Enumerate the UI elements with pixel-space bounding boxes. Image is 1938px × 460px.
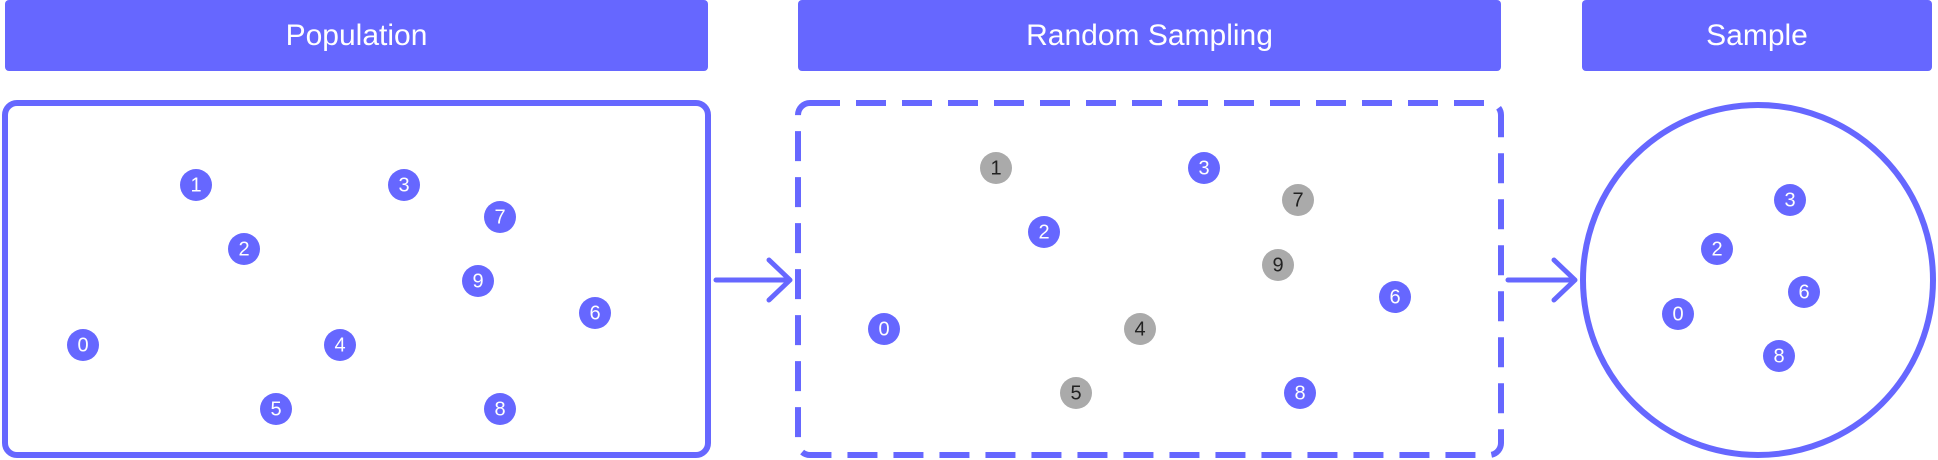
sampling-rejected-node-7-dot xyxy=(1282,184,1314,216)
sample-node-8-dot xyxy=(1763,340,1795,372)
population-node-1-dot xyxy=(180,169,212,201)
sample-node-3: 3 xyxy=(1774,184,1806,216)
sampling-selected-node-6: 6 xyxy=(1379,281,1411,313)
arrow-sampling-to-sample xyxy=(1505,257,1578,303)
population-node-7-label: 7 xyxy=(494,206,505,228)
population-node-2: 2 xyxy=(228,233,260,265)
sample-node-8: 8 xyxy=(1763,340,1795,372)
sample-node-6-label: 6 xyxy=(1798,281,1809,303)
header-sample: Sample xyxy=(1582,0,1932,71)
sampling-rejected-node-7-label: 7 xyxy=(1292,189,1303,211)
sampling-rejected-node-9-dot xyxy=(1262,249,1294,281)
population-box xyxy=(2,100,711,458)
population-node-0-dot xyxy=(67,329,99,361)
sample-node-0-label: 0 xyxy=(1672,303,1683,325)
sampling-selected-node-0-label: 0 xyxy=(878,318,889,340)
population-node-6-dot xyxy=(579,297,611,329)
header-random-sampling-label: Random Sampling xyxy=(1026,18,1273,52)
header-population: Population xyxy=(5,0,708,71)
sampling-rejected-node-9-label: 9 xyxy=(1272,254,1283,276)
sampling-selected-node-8-dot xyxy=(1284,377,1316,409)
population-node-6: 6 xyxy=(579,297,611,329)
random-sampling-box xyxy=(795,100,1504,458)
header-population-label: Population xyxy=(285,18,428,52)
sampling-selected-node-6-label: 6 xyxy=(1389,286,1400,308)
sampling-rejected-node-4-dot xyxy=(1124,313,1156,345)
population-node-2-label: 2 xyxy=(238,238,249,260)
population-node-0: 0 xyxy=(67,329,99,361)
sample-circle xyxy=(1580,102,1936,458)
sampling-rejected-node-1-label: 1 xyxy=(990,157,1001,179)
sample-node-6-dot xyxy=(1788,276,1820,308)
sampling-rejected-node-4-label: 4 xyxy=(1134,318,1145,340)
population-node-5-label: 5 xyxy=(270,398,281,420)
sample-node-3-dot xyxy=(1774,184,1806,216)
sampling-selected-node-3-label: 3 xyxy=(1198,157,1209,179)
sample-node-2-dot xyxy=(1701,233,1733,265)
population-node-3-label: 3 xyxy=(398,174,409,196)
header-sample-label: Sample xyxy=(1706,18,1808,52)
population-node-2-dot xyxy=(228,233,260,265)
population-node-1: 1 xyxy=(180,169,212,201)
sample-node-2-label: 2 xyxy=(1711,238,1722,260)
population-node-5: 5 xyxy=(260,393,292,425)
sampling-selected-node-8: 8 xyxy=(1284,377,1316,409)
population-node-4-dot xyxy=(324,329,356,361)
sampling-selected-node-3: 3 xyxy=(1188,152,1220,184)
sample-node-3-label: 3 xyxy=(1784,189,1795,211)
header-random-sampling: Random Sampling xyxy=(798,0,1501,71)
population-node-9: 9 xyxy=(462,265,494,297)
population-node-8-label: 8 xyxy=(494,398,505,420)
population-node-3-dot xyxy=(388,169,420,201)
sampling-selected-node-0-dot xyxy=(868,313,900,345)
sampling-selected-node-2: 2 xyxy=(1028,216,1060,248)
population-node-4: 4 xyxy=(324,329,356,361)
sampling-selected-node-0: 0 xyxy=(868,313,900,345)
sample-node-0: 0 xyxy=(1662,298,1694,330)
population-node-4-label: 4 xyxy=(334,334,345,356)
sampling-rejected-node-5: 5 xyxy=(1060,377,1092,409)
sampling-selected-node-3-dot xyxy=(1188,152,1220,184)
population-node-5-dot xyxy=(260,393,292,425)
sampling-rejected-node-7: 7 xyxy=(1282,184,1314,216)
sample-node-8-label: 8 xyxy=(1773,345,1784,367)
sampling-rejected-node-1: 1 xyxy=(980,152,1012,184)
population-node-8-dot xyxy=(484,393,516,425)
sampling-rejected-node-5-label: 5 xyxy=(1070,382,1081,404)
population-node-9-label: 9 xyxy=(472,270,483,292)
sampling-selected-node-2-label: 2 xyxy=(1038,221,1049,243)
sample-node-0-dot xyxy=(1662,298,1694,330)
sample-node-6: 6 xyxy=(1788,276,1820,308)
sampling-rejected-node-4: 4 xyxy=(1124,313,1156,345)
population-node-0-label: 0 xyxy=(77,334,88,356)
sampling-rejected-node-5-dot xyxy=(1060,377,1092,409)
sampling-selected-node-2-dot xyxy=(1028,216,1060,248)
sampling-selected-node-8-label: 8 xyxy=(1294,382,1305,404)
sampling-selected-node-6-dot xyxy=(1379,281,1411,313)
population-node-7-dot xyxy=(484,201,516,233)
sample-node-2: 2 xyxy=(1701,233,1733,265)
sampling-rejected-node-9: 9 xyxy=(1262,249,1294,281)
population-node-8: 8 xyxy=(484,393,516,425)
population-node-7: 7 xyxy=(484,201,516,233)
sampling-rejected-node-1-dot xyxy=(980,152,1012,184)
population-node-9-dot xyxy=(462,265,494,297)
population-node-1-label: 1 xyxy=(190,174,201,196)
population-node-6-label: 6 xyxy=(589,302,600,324)
arrow-population-to-sampling xyxy=(713,257,793,303)
population-node-3: 3 xyxy=(388,169,420,201)
